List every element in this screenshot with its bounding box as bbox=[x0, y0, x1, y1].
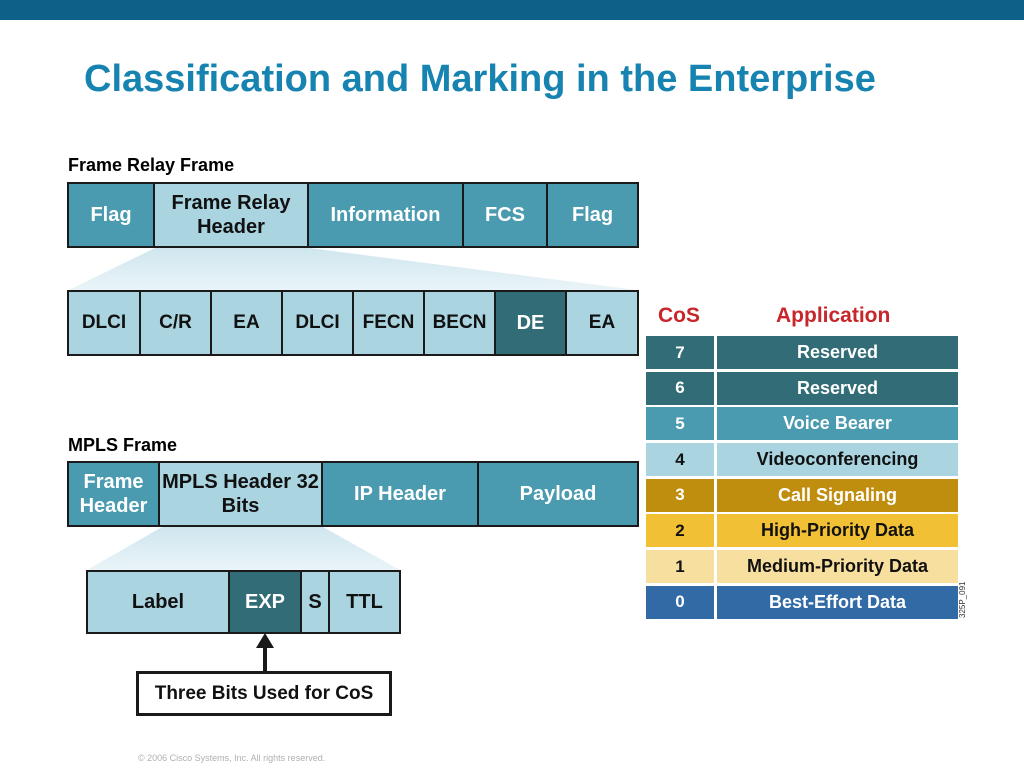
cos-row-6: 6 Reserved bbox=[646, 371, 958, 405]
mpls-header-fields: Label EXP S TTL bbox=[86, 570, 401, 634]
mpls-label: MPLS Frame bbox=[68, 435, 178, 455]
fr-flag-end: Flag bbox=[548, 184, 637, 246]
mpls-field-ttl: TTL bbox=[330, 572, 399, 632]
cos-application: Reserved bbox=[717, 336, 958, 369]
mpls-fan-shape bbox=[87, 527, 400, 570]
fr-field-ea-2: EA bbox=[567, 292, 637, 354]
fr-fan-shape bbox=[69, 248, 637, 290]
mpls-header-32-bits: MPLS Header 32 Bits bbox=[160, 463, 321, 525]
copyright-footer: © 2006 Cisco Systems, Inc. All rights re… bbox=[138, 753, 326, 763]
mpls-frame: Frame Header MPLS Header 32 Bits IP Head… bbox=[67, 461, 639, 527]
fr-header: Frame Relay Header bbox=[155, 184, 307, 246]
mpls-payload: Payload bbox=[479, 463, 637, 525]
frame-relay-header-fields: DLCI C/R EA DLCI FECN BECN DE EA bbox=[67, 290, 639, 356]
slide-code: 325P_091 bbox=[958, 581, 967, 618]
fr-field-dlci: DLCI bbox=[69, 292, 139, 354]
fr-information: Information bbox=[309, 184, 462, 246]
cos-application: Call Signaling bbox=[717, 478, 958, 512]
cos-value: 5 bbox=[646, 407, 714, 441]
application-column-header: Application bbox=[776, 304, 891, 327]
fr-field-ea: EA bbox=[212, 292, 281, 354]
frame-relay-frame: Flag Frame Relay Header Information FCS … bbox=[67, 182, 639, 248]
mpls-ip-header: IP Header bbox=[323, 463, 477, 525]
cos-value: 6 bbox=[646, 371, 714, 405]
cos-column-header: CoS bbox=[658, 304, 700, 327]
mpls-field-label: Label bbox=[88, 572, 228, 632]
cos-bits-note: Three Bits Used for CoS bbox=[136, 671, 392, 716]
fr-field-dlci-2: DLCI bbox=[283, 292, 352, 354]
cos-table: 7 Reserved 6 Reserved 5 Voice Bearer 4 V… bbox=[646, 336, 958, 622]
fr-flag-start: Flag bbox=[69, 184, 153, 246]
mpls-frame-header: Frame Header bbox=[69, 463, 158, 525]
cos-row-4: 4 Videoconferencing bbox=[646, 443, 958, 477]
cos-value: 7 bbox=[646, 336, 714, 369]
cos-value: 3 bbox=[646, 478, 714, 512]
cos-application: Reserved bbox=[717, 371, 958, 405]
cos-value: 4 bbox=[646, 443, 714, 477]
fr-field-de: DE bbox=[496, 292, 565, 354]
cos-row-0: 0 Best-Effort Data bbox=[646, 585, 958, 619]
cos-value: 1 bbox=[646, 550, 714, 584]
fr-field-cr: C/R bbox=[141, 292, 210, 354]
page-title: Classification and Marking in the Enterp… bbox=[84, 58, 876, 100]
cos-application: Best-Effort Data bbox=[717, 585, 958, 619]
cos-value: 0 bbox=[646, 585, 714, 619]
mpls-field-s: S bbox=[302, 572, 328, 632]
cos-row-1: 1 Medium-Priority Data bbox=[646, 550, 958, 584]
cos-application: Videoconferencing bbox=[717, 443, 958, 477]
top-banner bbox=[0, 0, 1024, 20]
cos-row-7: 7 Reserved bbox=[646, 336, 958, 369]
fr-field-becn: BECN bbox=[425, 292, 494, 354]
arrow-up-icon bbox=[256, 633, 274, 671]
cos-application: Voice Bearer bbox=[717, 407, 958, 441]
cos-row-3: 3 Call Signaling bbox=[646, 478, 958, 512]
fr-field-fecn: FECN bbox=[354, 292, 423, 354]
cos-value: 2 bbox=[646, 514, 714, 548]
mpls-field-exp: EXP bbox=[230, 572, 300, 632]
frame-relay-label: Frame Relay Frame bbox=[68, 155, 235, 175]
fr-fcs: FCS bbox=[464, 184, 546, 246]
cos-row-2: 2 High-Priority Data bbox=[646, 514, 958, 548]
cos-application: High-Priority Data bbox=[717, 514, 958, 548]
cos-row-5: 5 Voice Bearer bbox=[646, 407, 958, 441]
cos-application: Medium-Priority Data bbox=[717, 550, 958, 584]
